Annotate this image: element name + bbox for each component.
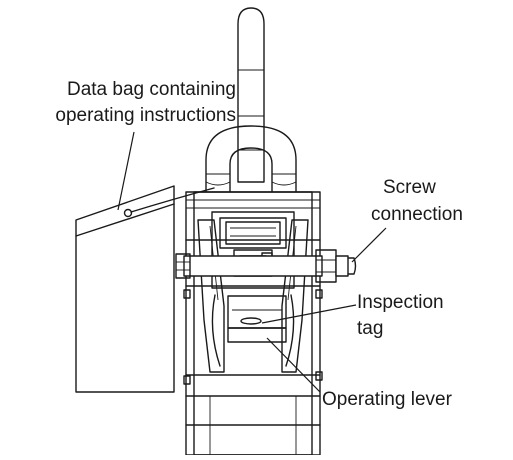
label-operating-lever: Operating lever	[322, 389, 453, 410]
label-inspection-line2: tag	[357, 318, 383, 339]
lifting-eye	[205, 125, 297, 197]
label-data-bag-line2: operating instructions	[55, 105, 236, 126]
data-bag	[75, 185, 215, 393]
label-data-bag-line1: Data bag containing	[67, 79, 236, 100]
label-screw-line2: connection	[371, 204, 463, 225]
body-bolts	[183, 289, 323, 385]
lifting-handle	[237, 7, 265, 183]
label-screw-line1: Screw	[383, 177, 436, 198]
leader-lines	[117, 131, 387, 393]
axle	[175, 249, 337, 283]
screw-connection	[335, 255, 357, 277]
label-inspection-line1: Inspection	[357, 292, 444, 313]
